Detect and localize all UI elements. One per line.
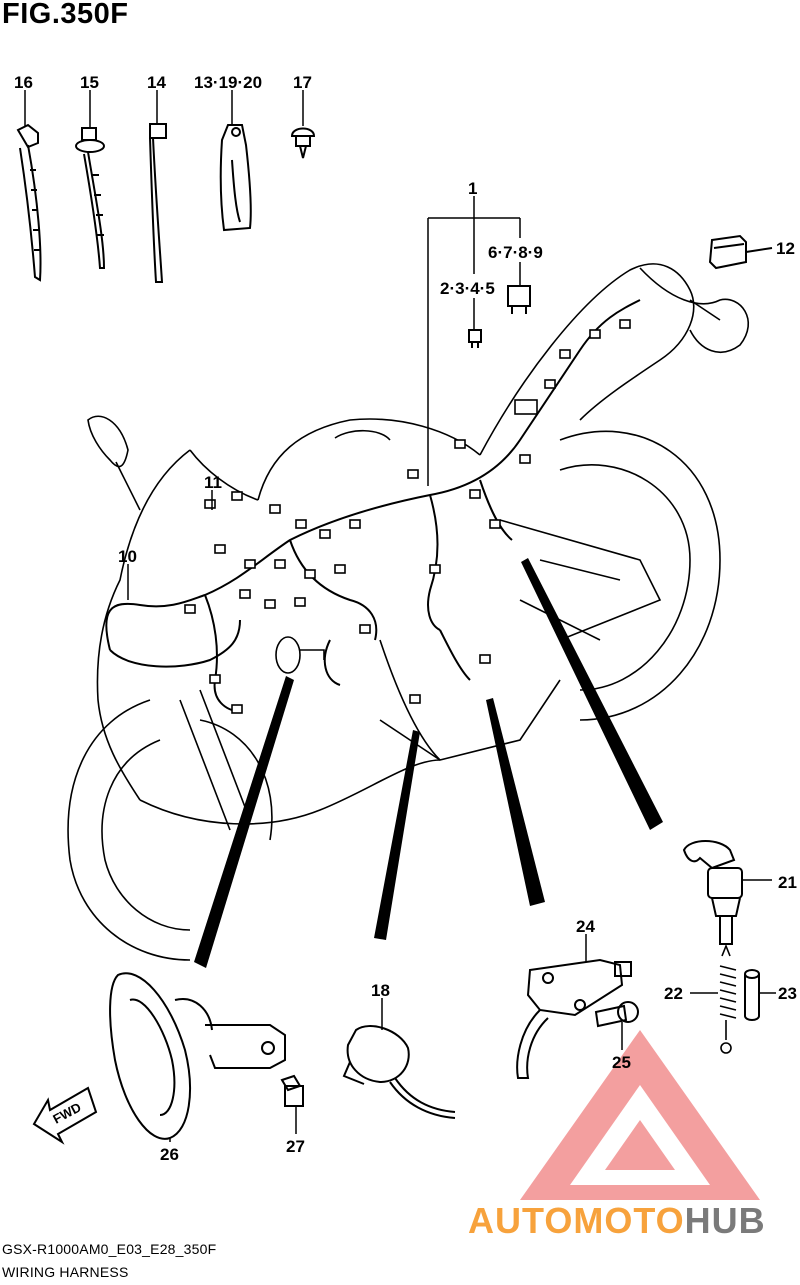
wiring-harness	[105, 299, 641, 713]
coupler-12	[708, 234, 773, 270]
clamp-13-19-20	[219, 124, 252, 232]
callout-18: 18	[371, 981, 390, 1000]
switch-21	[682, 840, 743, 945]
bolt-25	[594, 1001, 639, 1028]
callout-25: 25	[612, 1053, 631, 1072]
horn-26	[109, 972, 286, 1140]
callout-11: 11	[204, 473, 222, 492]
bolt-27	[280, 1074, 304, 1107]
push-rivet-17	[290, 127, 316, 159]
callout-27: 27	[286, 1137, 305, 1156]
cable-tie-14	[149, 123, 167, 283]
fwd-arrow-icon: FWD	[32, 1086, 98, 1145]
fuse-2-5	[468, 329, 482, 348]
callout-labels: 16 15 14 13·19·20 17 1 6·7·8·9 2·3·4·5 1…	[14, 73, 797, 1164]
switch-24	[516, 958, 632, 1079]
callout-24: 24	[576, 917, 595, 936]
harness-connectors	[184, 319, 631, 714]
watermark-part1: AUTOMOTO	[468, 1200, 685, 1241]
watermark-part2: HUB	[684, 1200, 766, 1241]
callout-26: 26	[160, 1145, 179, 1164]
sleeve-23	[744, 969, 760, 1021]
callout-23: 23	[778, 984, 797, 1003]
callout-21: 21	[778, 873, 797, 892]
spring-22	[719, 943, 737, 1054]
figure-code: GSX-R1000AM0_E03_E28_350F	[2, 1241, 217, 1257]
callout-17: 17	[293, 73, 312, 92]
relay-6-9	[507, 285, 531, 314]
figure-title: FIG.350F	[2, 0, 129, 30]
callout-12: 12	[776, 239, 795, 258]
switch-18	[342, 1025, 456, 1119]
callout-13-19-20: 13·19·20	[194, 73, 262, 92]
watermark-text: AUTOMOTOHUB	[468, 1200, 766, 1242]
figure-footer: GSX-R1000AM0_E03_E28_350F WIRING HARNESS	[2, 1238, 216, 1284]
callout-bracket-1	[427, 196, 521, 486]
callout-16: 16	[14, 73, 33, 92]
clamp-tie-15	[75, 127, 106, 269]
callout-10: 10	[118, 547, 137, 566]
callout-6-9: 6·7·8·9	[488, 243, 543, 262]
callout-22: 22	[664, 984, 683, 1003]
cable-tie-16	[16, 123, 42, 282]
figure-name: WIRING HARNESS	[2, 1264, 129, 1280]
watermark-logo	[520, 1030, 760, 1200]
callout-15: 15	[80, 73, 99, 92]
leader-lines	[24, 90, 776, 1142]
callout-wedges	[194, 558, 663, 968]
callout-2-5: 2·3·4·5	[440, 279, 495, 298]
callout-14: 14	[147, 73, 166, 92]
motorcycle-outline	[67, 263, 750, 961]
horn-on-bike	[275, 636, 325, 674]
callout-1: 1	[468, 179, 477, 198]
